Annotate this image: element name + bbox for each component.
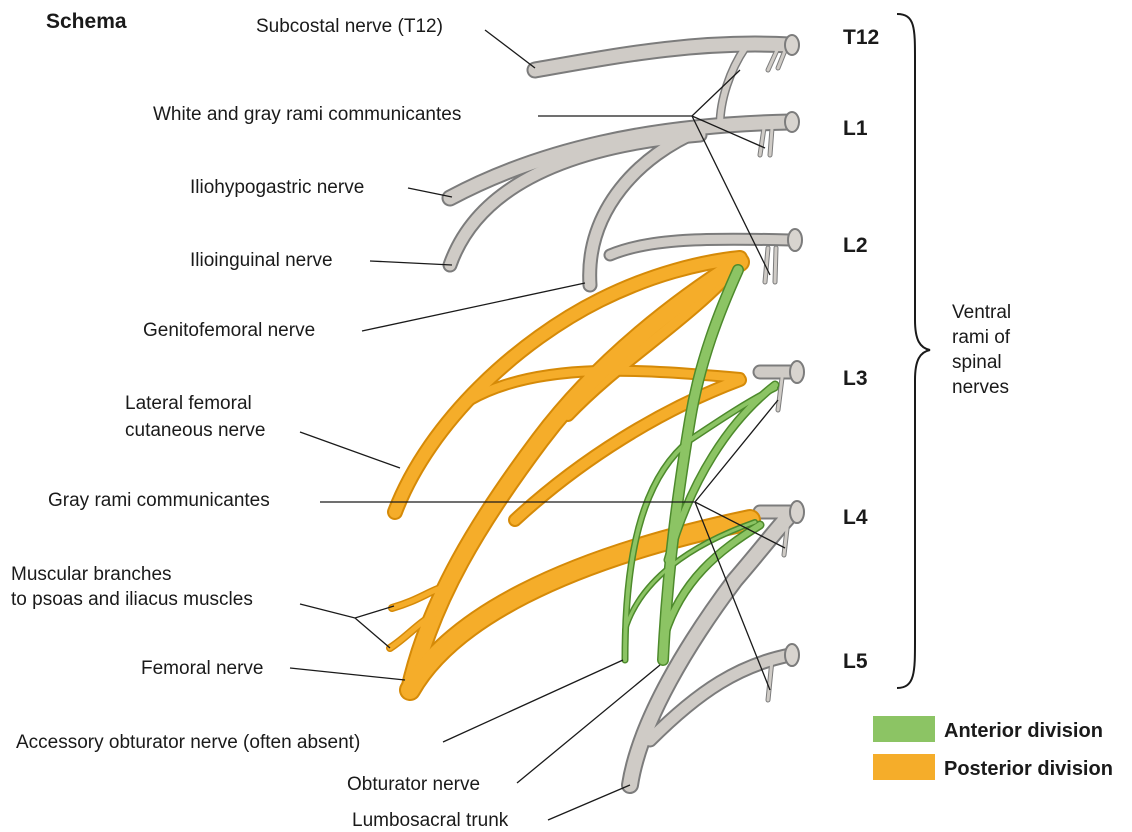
label-femoral: Femoral nerve	[141, 658, 264, 679]
brace-label-3: spinal	[952, 352, 1002, 373]
level-l3: L3	[843, 367, 868, 390]
level-l5: L5	[843, 650, 868, 673]
brace-label-2: rami of	[952, 327, 1011, 348]
label-iliohypogastric: Iliohypogastric nerve	[190, 177, 364, 198]
label-gray-rami: Gray rami communicantes	[48, 490, 270, 511]
legend-label-posterior: Posterior division	[944, 758, 1113, 780]
label-genitofemoral: Genitofemoral nerve	[143, 320, 315, 341]
label-muscular-1: Muscular branches	[11, 564, 172, 585]
brace-label-4: nerves	[952, 377, 1009, 398]
level-l2: L2	[843, 234, 868, 257]
schema-title: Schema	[46, 10, 127, 33]
label-muscular-2: to psoas and iliacus muscles	[11, 589, 253, 610]
brace-label-1: Ventral	[952, 302, 1011, 323]
label-rami-communicantes: White and gray rami communicantes	[153, 104, 461, 125]
label-subcostal: Subcostal nerve (T12)	[256, 16, 443, 37]
legend-label-anterior: Anterior division	[944, 720, 1103, 742]
label-obturator: Obturator nerve	[347, 774, 480, 795]
legend: Anterior division Posterior division	[873, 716, 1113, 780]
spinal-nerve-stumps	[785, 35, 804, 666]
brace	[897, 14, 930, 688]
legend-swatch-anterior	[873, 716, 935, 742]
label-accessory-obturator: Accessory obturator nerve (often absent)	[16, 732, 360, 753]
label-lateral-femoral-2: cutaneous nerve	[125, 420, 266, 441]
level-l4: L4	[843, 506, 868, 529]
label-lateral-femoral-1: Lateral femoral	[125, 393, 252, 414]
level-l1: L1	[843, 117, 868, 140]
legend-swatch-posterior	[873, 754, 935, 780]
label-lumbosacral: Lumbosacral trunk	[352, 810, 509, 831]
label-ilioinguinal: Ilioinguinal nerve	[190, 250, 333, 271]
level-t12: T12	[843, 26, 879, 49]
